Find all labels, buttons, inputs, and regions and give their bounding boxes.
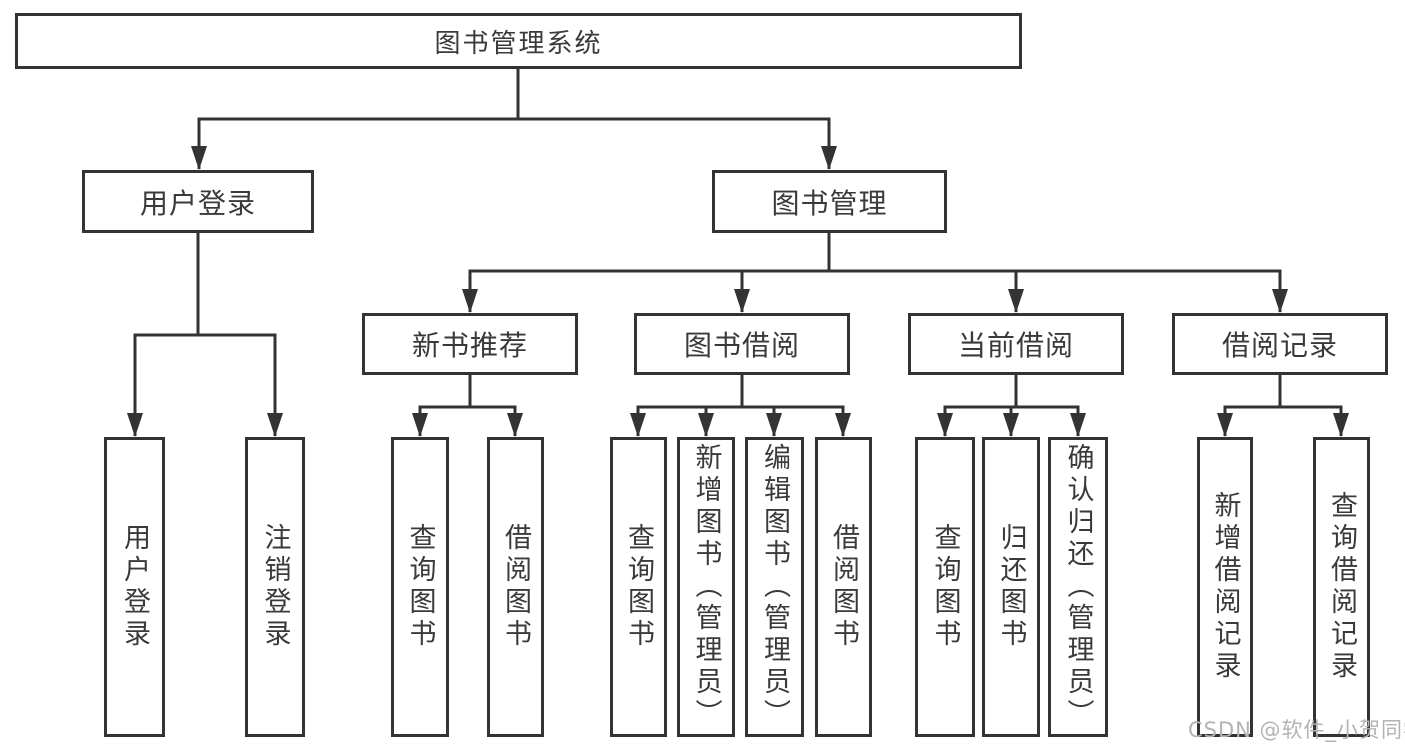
connector-book-management-split (468, 233, 1280, 273)
leaf-confirm-return-admin: 确认归还（管理员） (1048, 437, 1108, 737)
leaf-query-books-borrowing: 查询图书 (610, 437, 667, 737)
connector-new-book-recommendation-split (418, 375, 515, 409)
watermark-csdn: CSDN @软件_小贺同学 (1188, 718, 1405, 742)
node-book-borrowing: 图书借阅 (634, 313, 850, 375)
node-label: 确认归还（管理员） (1062, 443, 1094, 731)
node-current-borrowing: 当前借阅 (908, 313, 1124, 375)
node-label: 图书管理系统 (434, 28, 603, 59)
node-label: 借阅图书 (500, 523, 531, 651)
node-book-management: 图书管理 (712, 170, 947, 233)
leaf-edit-books-admin: 编辑图书（管理员） (745, 437, 804, 737)
leaf-user-login: 用户登录 (104, 437, 165, 737)
leaf-add-borrow-record: 新增借阅记录 (1197, 437, 1253, 737)
node-label: 注销登录 (259, 523, 291, 651)
leaf-borrow-books-recommend: 借阅图书 (487, 437, 544, 737)
leaf-borrow-books-borrowing: 借阅图书 (815, 437, 872, 737)
node-label: 查询借阅记录 (1326, 491, 1357, 683)
connector-borrowing-records-split (1223, 375, 1341, 409)
node-label: 查询图书 (623, 523, 654, 651)
leaf-query-borrow-record: 查询借阅记录 (1313, 437, 1370, 737)
connector-user-login-split (133, 233, 275, 337)
node-library-management-system: 图书管理系统 (15, 13, 1022, 69)
node-label: 用户登录 (139, 186, 256, 220)
leaf-query-books-recommend: 查询图书 (391, 437, 449, 737)
node-label: 借阅图书 (828, 523, 859, 651)
node-label: 图书借阅 (683, 329, 800, 362)
node-label: 图书管理 (771, 186, 888, 220)
connector-book-borrowing-split (636, 375, 843, 409)
node-user-login: 用户登录 (82, 170, 314, 233)
node-label: 借阅记录 (1221, 329, 1338, 362)
node-label: 查询图书 (929, 523, 961, 651)
node-borrowing-records: 借阅记录 (1172, 313, 1388, 375)
node-label: 用户登录 (119, 523, 150, 651)
leaf-add-books-admin: 新增图书（管理员） (677, 437, 735, 737)
connector-root-split (197, 69, 829, 121)
node-label: 编辑图书（管理员） (759, 443, 790, 731)
node-label: 归还图书 (995, 523, 1027, 651)
node-label: 查询图书 (404, 523, 436, 651)
leaf-return-books: 归还图书 (982, 437, 1040, 737)
node-label: 新书推荐 (411, 329, 528, 362)
node-label: 新增图书（管理员） (690, 443, 722, 731)
node-new-book-recommendation: 新书推荐 (362, 313, 578, 375)
node-label: 新增借阅记录 (1209, 491, 1241, 683)
leaf-query-books-current: 查询图书 (915, 437, 975, 737)
leaf-logout: 注销登录 (245, 437, 305, 737)
node-label: 当前借阅 (957, 329, 1074, 362)
connector-current-borrowing-split (943, 375, 1078, 409)
